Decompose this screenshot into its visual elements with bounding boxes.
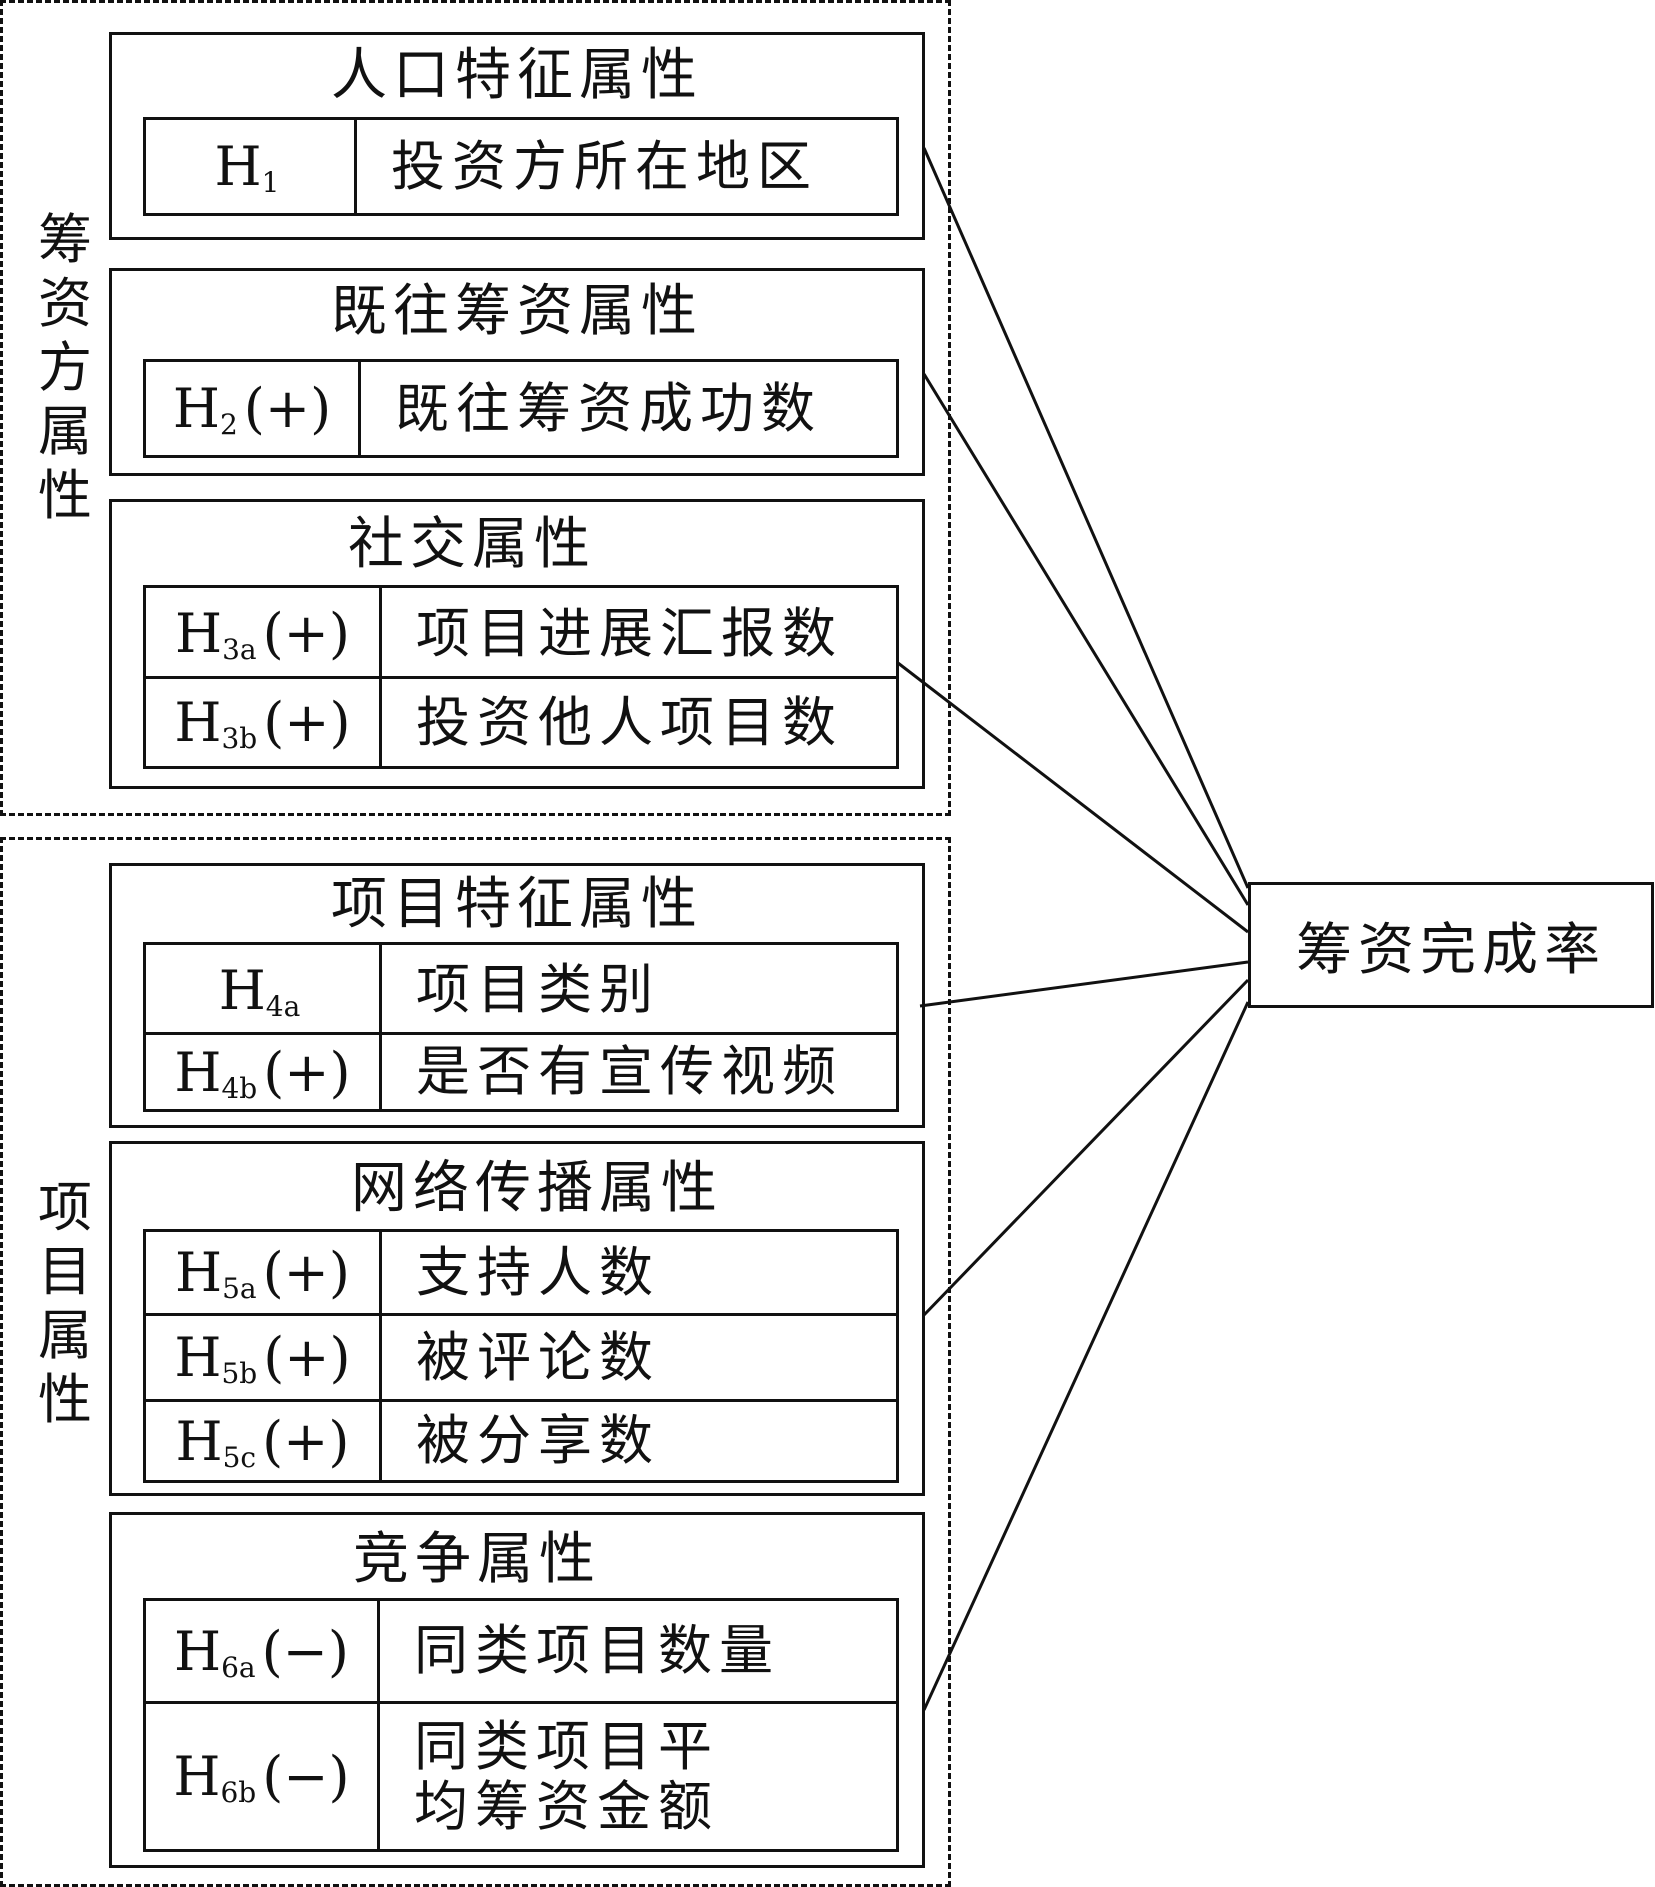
group-project: 项目属性: [0, 837, 951, 1887]
panel-title: 社交属性: [348, 512, 596, 577]
group-label-financier: 筹资方属性: [38, 208, 92, 527]
variable-cell: 项目进展汇报数: [416, 601, 843, 665]
panel-title: 人口特征属性: [331, 43, 703, 108]
variable-cell: 同类项目数量: [414, 1619, 780, 1682]
group-financier: 筹资方属性: [0, 0, 951, 816]
connector-line: [922, 373, 1250, 906]
panel-title: 竞争属性: [353, 1527, 601, 1592]
variable-cell: 支持人数: [416, 1240, 660, 1304]
panel-title: 既往筹资属性: [331, 279, 703, 344]
variable-cell: 同类项目平均筹资金额: [414, 1714, 719, 1838]
target-completion-rate: 筹资完成率: [1248, 882, 1654, 1008]
group-label-project: 项目属性: [38, 1176, 92, 1431]
variable-cell: 是否有宣传视频: [416, 1040, 843, 1103]
connector-line: [922, 1001, 1250, 1711]
variable-cell: 被分享数: [416, 1409, 660, 1472]
connector-line: [919, 960, 1249, 1008]
connector-line: [922, 978, 1250, 1317]
panel-title: 项目特征属性: [331, 872, 703, 937]
connector-line: [922, 147, 1250, 889]
connector-line: [897, 661, 1249, 934]
variable-cell: 既往筹资成功数: [395, 376, 822, 440]
variable-cell: 项目类别: [416, 958, 660, 1021]
panel-title: 网络传播属性: [351, 1156, 723, 1221]
variable-cell: 被评论数: [416, 1325, 660, 1389]
variable-cell: 投资方所在地区: [391, 134, 818, 198]
variable-cell: 投资他人项目数: [416, 690, 843, 754]
